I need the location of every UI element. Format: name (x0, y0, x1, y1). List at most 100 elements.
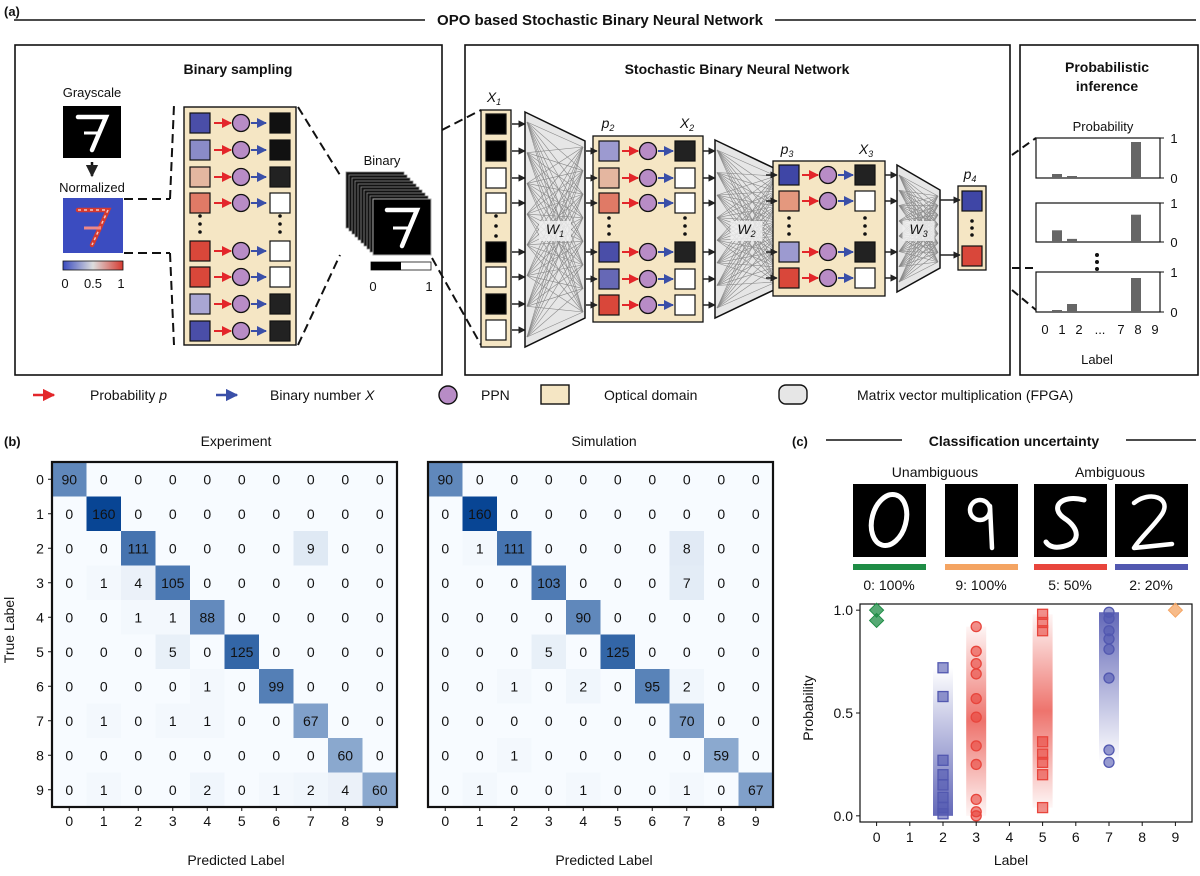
w1-connection (526, 241, 584, 307)
panel-a-letter: (a) (4, 4, 20, 19)
scatter-point-circle (1103, 672, 1115, 684)
inference-box (1019, 44, 1199, 376)
cm-cell (704, 669, 739, 704)
cm-cell (328, 669, 363, 704)
inference-bar (1067, 176, 1077, 178)
cm-value: 0 (307, 609, 315, 625)
cm-value: 160 (92, 506, 116, 522)
ambiguous-label: Ambiguous (1075, 464, 1145, 480)
cm-cell (224, 738, 260, 773)
w3-connection (898, 251, 939, 253)
cm-value: 0 (272, 747, 280, 763)
w1-connection (526, 244, 584, 266)
cm-cell (328, 531, 363, 566)
cm-value: 0 (65, 644, 73, 660)
cm-cell (293, 496, 329, 532)
cm-cell (224, 565, 260, 601)
cm-cell (497, 634, 532, 670)
cm-ytick: 2 (36, 540, 44, 556)
cm-cell (224, 600, 260, 635)
inference-ytick-0: 0 (1170, 235, 1177, 250)
cm-value: 0 (272, 540, 280, 556)
w3-connection (898, 205, 939, 283)
grayscale-digit-image (63, 106, 121, 158)
binary-output-square (269, 192, 291, 214)
w1-connection (526, 146, 584, 154)
cm-cell (121, 634, 156, 670)
cm-value: 0 (307, 678, 315, 694)
w3-label-bg (902, 221, 935, 241)
cm-cell (86, 669, 122, 704)
cm-value: 0 (614, 506, 622, 522)
cm-value: 0 (272, 471, 280, 487)
l3-prob-square (778, 164, 800, 186)
cm-cell (52, 772, 87, 808)
cm-value: 0 (648, 782, 656, 798)
cm-value: 0 (307, 471, 315, 487)
cm-value: 0 (341, 575, 349, 591)
l2-binary-square (674, 294, 696, 316)
cm-cell (155, 462, 191, 497)
normalized-label: Normalized (59, 180, 125, 195)
cm-cell (704, 462, 739, 497)
inference-label-axis: Label (1081, 352, 1113, 367)
w1-connection (526, 244, 584, 313)
cm-value: 1 (203, 678, 211, 694)
cm-cell (428, 531, 463, 566)
w1-connection (526, 264, 584, 338)
ppn-circle (638, 295, 658, 315)
ppn-circle (231, 267, 251, 287)
cm-value: 0 (134, 782, 142, 798)
cm-value: 0 (307, 747, 315, 763)
ellipsis-dot (494, 224, 498, 228)
cm-cell (121, 565, 156, 601)
l2-prob-square (598, 268, 620, 290)
ppn-circle (818, 268, 838, 288)
w3-connection (898, 174, 939, 197)
w3-connection (898, 261, 939, 283)
cm-value: 0 (341, 678, 349, 694)
cm-cell (531, 738, 567, 773)
input-probability-square (189, 166, 211, 188)
p4-square (961, 190, 983, 212)
cm-cell (635, 600, 670, 635)
cm-ytick: 6 (36, 678, 44, 694)
cm-value: 5 (169, 644, 177, 660)
cm-cell (121, 738, 156, 773)
w1-connection (526, 311, 584, 338)
cm-value: 0 (476, 678, 484, 694)
w1-label-bg (539, 221, 571, 241)
cm-cell (704, 772, 739, 808)
digit-color-bar-2 (1115, 564, 1188, 570)
scatter-point-square (1036, 736, 1049, 748)
cm-cell (190, 669, 225, 704)
cm-value: 0 (752, 747, 760, 763)
cm-cell (86, 565, 122, 601)
cm-xtick: 9 (376, 813, 384, 829)
cm-cell (362, 462, 398, 497)
input-probability-square (189, 112, 211, 134)
ellipsis-dot (787, 232, 791, 236)
w3-connection (898, 189, 939, 197)
cm-cell (635, 496, 670, 532)
cm-value: 0 (169, 747, 177, 763)
inference-xtick: 9 (1151, 322, 1158, 337)
cm-xtick: 7 (307, 813, 315, 829)
inference-xtick: 0 (1041, 322, 1048, 337)
cm-value: 90 (61, 471, 77, 487)
cm-value: 0 (545, 506, 553, 522)
cm-cell (497, 738, 532, 773)
scatter-point-square (937, 754, 949, 766)
digit-image-9 (945, 484, 1018, 557)
w1-connection (526, 183, 584, 195)
cm-cell (531, 531, 567, 566)
cm-value: 0 (341, 713, 349, 729)
binary-output-square (269, 240, 291, 262)
w1-connection (526, 240, 584, 246)
cm-value: 2 (307, 782, 315, 798)
cm-cell (86, 738, 122, 773)
cm-value: 0 (65, 678, 73, 694)
cm-cell (531, 565, 567, 601)
cm-cell (328, 600, 363, 635)
